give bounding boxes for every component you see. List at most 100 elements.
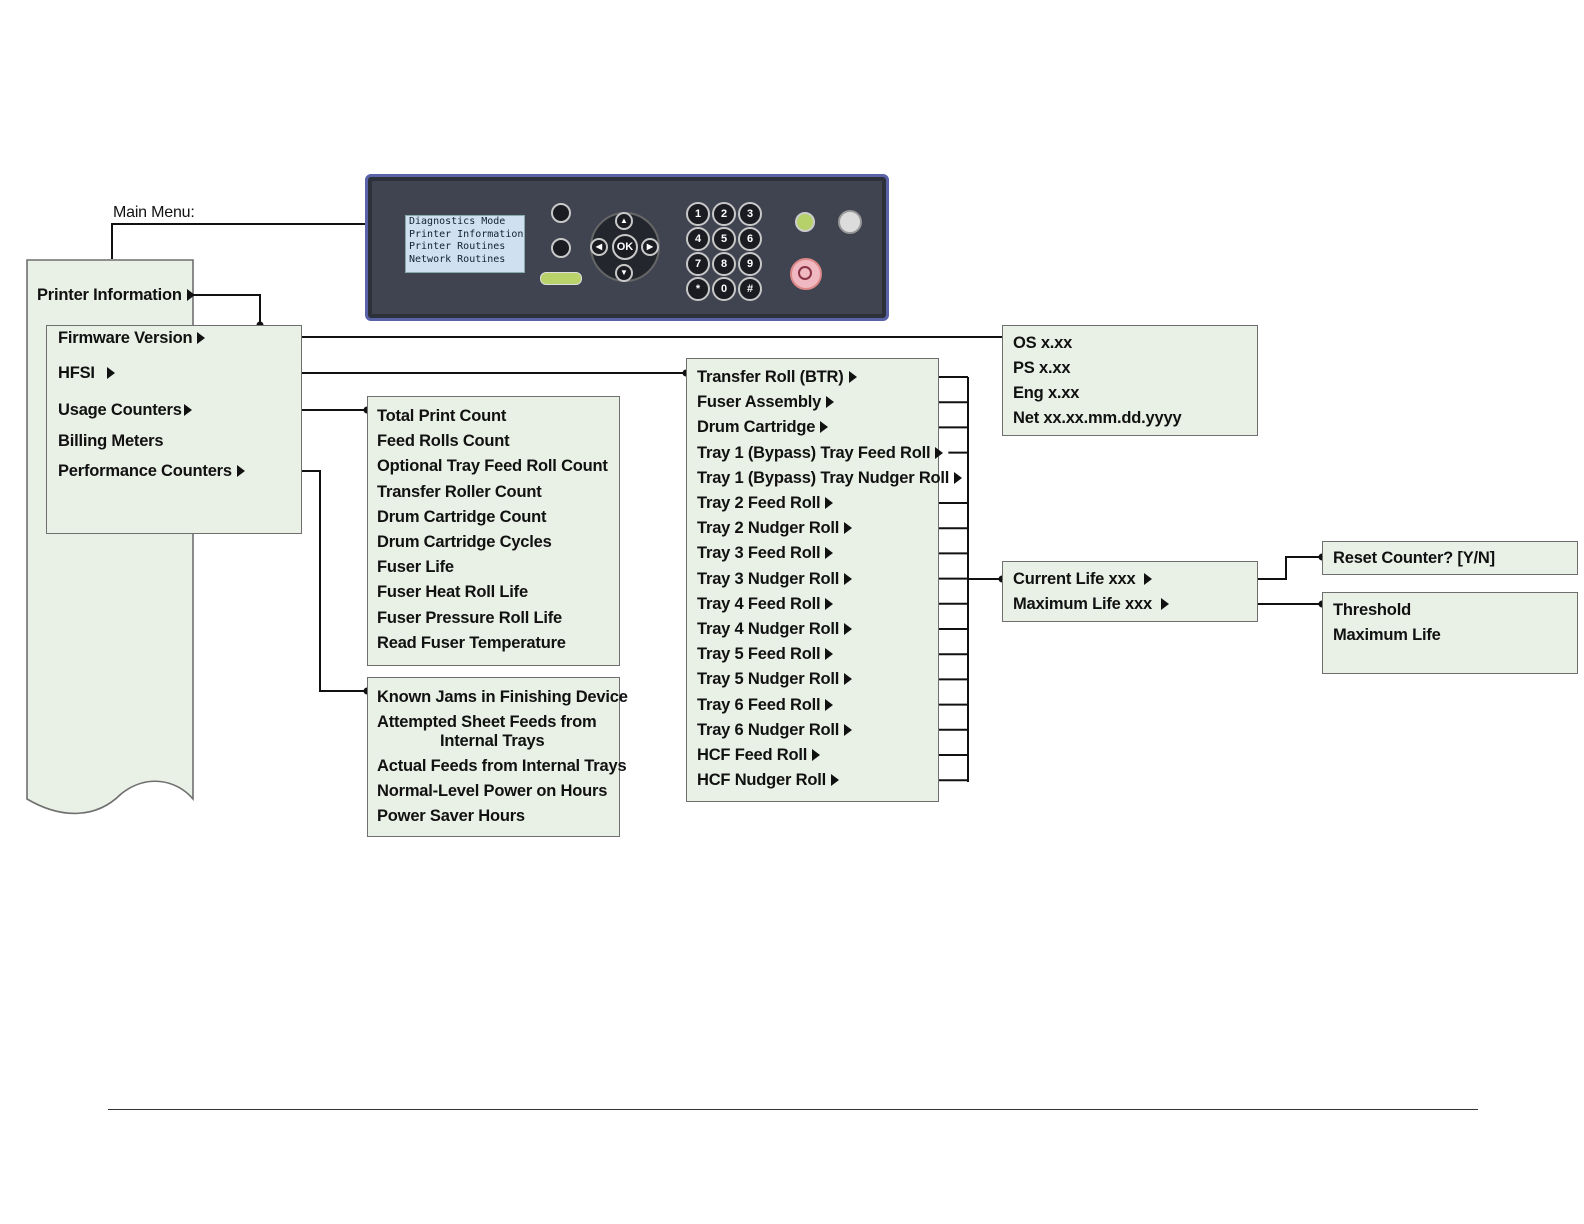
menu-item-maximum-life[interactable]: Maximum Life xxx: [1013, 594, 1169, 614]
list-item[interactable]: Actual Feeds from Internal Trays: [377, 757, 627, 775]
menu-item-firmware-version[interactable]: Firmware Version: [58, 328, 206, 348]
list-item[interactable]: Drum Cartridge Cycles: [377, 533, 552, 551]
usage-counters-box: [367, 396, 620, 666]
hfsi-item[interactable]: Tray 6 Feed Roll: [697, 695, 834, 715]
stop-icon: [798, 266, 812, 280]
power-save-bar[interactable]: [540, 272, 582, 285]
arrow-right-icon: [825, 547, 834, 560]
down-arrow-button[interactable]: ▼: [615, 264, 633, 282]
hfsi-item[interactable]: Tray 2 Feed Roll: [697, 493, 834, 513]
firmware-os: OS x.xx: [1013, 334, 1073, 352]
lcd-display: Diagnostics Mode Printer Information Pri…: [405, 215, 525, 273]
left-arrow-button[interactable]: ◀: [590, 238, 608, 256]
hfsi-box: [686, 358, 939, 802]
arrow-right-icon: [844, 673, 853, 686]
menu-item-current-life[interactable]: Current Life xxx: [1013, 569, 1153, 589]
stop-button[interactable]: [790, 258, 822, 290]
arrow-right-icon: [106, 367, 115, 379]
list-item[interactable]: Known Jams in Finishing Device: [377, 688, 628, 706]
hfsi-item[interactable]: Tray 3 Feed Roll: [697, 543, 834, 563]
hfsi-item[interactable]: Tray 5 Feed Roll: [697, 644, 834, 664]
key-3[interactable]: 3: [738, 202, 762, 226]
list-item[interactable]: Fuser Pressure Roll Life: [377, 608, 563, 627]
arrow-right-icon: [848, 371, 857, 383]
key-2[interactable]: 2: [712, 202, 736, 226]
threshold-box: [1322, 592, 1578, 674]
threshold-maximum-life: Maximum Life: [1333, 626, 1441, 644]
threshold-label: Threshold: [1333, 601, 1411, 619]
key-6[interactable]: 6: [738, 227, 762, 251]
arrow-right-icon: [825, 497, 834, 509]
help-button[interactable]: [795, 212, 815, 232]
list-item[interactable]: Fuser Life: [377, 558, 454, 577]
arrow-right-icon: [1144, 573, 1153, 585]
menu-item-usage-counters[interactable]: Usage Counters: [58, 400, 192, 420]
list-item[interactable]: Fuser Heat Roll Life: [377, 583, 528, 602]
right-arrow-button[interactable]: ▶: [641, 238, 659, 256]
key-5[interactable]: 5: [712, 227, 736, 251]
arrow-right-icon: [844, 522, 853, 535]
hfsi-item[interactable]: Tray 3 Nudger Roll: [697, 569, 853, 589]
menu-item-billing-meters[interactable]: Billing Meters: [58, 432, 164, 450]
hfsi-item[interactable]: Drum Cartridge: [697, 417, 829, 437]
arrow-right-icon: [236, 465, 245, 477]
clear-all-button[interactable]: [838, 210, 862, 234]
arrow-right-icon: [825, 597, 834, 610]
reset-counter-prompt[interactable]: Reset Counter? [Y/N]: [1333, 549, 1495, 567]
arrow-right-icon: [825, 648, 834, 661]
list-item[interactable]: Drum Cartridge Count: [377, 507, 547, 526]
performance-counters-box: [367, 677, 620, 837]
up-arrow-button[interactable]: ▲: [615, 212, 633, 230]
menu-item-hfsi[interactable]: HFSI: [58, 363, 115, 383]
list-item[interactable]: Optional Tray Feed Roll Count: [377, 457, 608, 476]
arrow-right-icon: [183, 404, 192, 416]
arrow-right-icon: [826, 396, 835, 409]
arrow-right-icon: [825, 698, 834, 711]
firmware-net: Net xx.xx.mm.dd.yyyy: [1013, 409, 1182, 427]
arrow-right-icon: [812, 749, 821, 761]
list-item[interactable]: Total Print Count: [377, 407, 507, 425]
reset-counter-box: [1322, 541, 1578, 575]
list-item[interactable]: Power Saver Hours: [377, 807, 525, 825]
key-1[interactable]: 1: [686, 202, 710, 226]
key-star[interactable]: *: [686, 277, 710, 301]
arrow-right-icon: [844, 572, 853, 585]
key-hash[interactable]: #: [738, 277, 762, 301]
firmware-ps: PS x.xx: [1013, 359, 1071, 377]
hfsi-item[interactable]: Tray 1 (Bypass) Tray Nudger Roll: [697, 468, 963, 488]
list-item[interactable]: Normal-Level Power on Hours: [377, 782, 608, 800]
list-item[interactable]: Attempted Sheet Feeds from: [377, 713, 597, 731]
hfsi-item[interactable]: Tray 4 Feed Roll: [697, 594, 834, 614]
list-item[interactable]: Transfer Roller Count: [377, 482, 542, 501]
menu-button[interactable]: [551, 203, 571, 223]
list-item[interactable]: Feed Rolls Count: [377, 432, 510, 451]
lcd-line: Diagnostics Mode: [409, 216, 506, 227]
back-button[interactable]: [551, 238, 571, 258]
hfsi-item[interactable]: HCF Nudger Roll: [697, 770, 839, 790]
key-4[interactable]: 4: [686, 227, 710, 251]
firmware-eng: Eng x.xx: [1013, 384, 1080, 402]
list-item[interactable]: Read Fuser Temperature: [377, 633, 566, 652]
hfsi-item[interactable]: Transfer Roll (BTR): [697, 367, 857, 387]
hfsi-item[interactable]: Tray 5 Nudger Roll: [697, 669, 853, 689]
arrow-right-icon: [844, 723, 853, 736]
hfsi-item[interactable]: Tray 1 (Bypass) Tray Feed Roll: [697, 443, 944, 463]
hfsi-item[interactable]: Tray 2 Nudger Roll: [697, 518, 853, 538]
hfsi-item[interactable]: Fuser Assembly: [697, 392, 835, 412]
hfsi-item[interactable]: Tray 4 Nudger Roll: [697, 619, 853, 639]
footer-rule: [108, 1109, 1478, 1110]
key-0[interactable]: 0: [712, 277, 736, 301]
ok-button[interactable]: OK: [612, 234, 638, 260]
arrow-right-icon: [820, 421, 829, 434]
menu-item-performance-counters[interactable]: Performance Counters: [58, 461, 245, 481]
key-9[interactable]: 9: [738, 252, 762, 276]
arrow-right-icon: [1160, 598, 1169, 610]
key-8[interactable]: 8: [712, 252, 736, 276]
lcd-line: Printer Routines: [409, 241, 506, 252]
hfsi-item[interactable]: HCF Feed Roll: [697, 745, 821, 765]
menu-item-printer-information[interactable]: Printer Information: [37, 285, 195, 305]
hfsi-item[interactable]: Tray 6 Nudger Roll: [697, 720, 853, 740]
arrow-right-icon: [831, 774, 839, 787]
connector-main-menu: [111, 223, 405, 259]
key-7[interactable]: 7: [686, 252, 710, 276]
